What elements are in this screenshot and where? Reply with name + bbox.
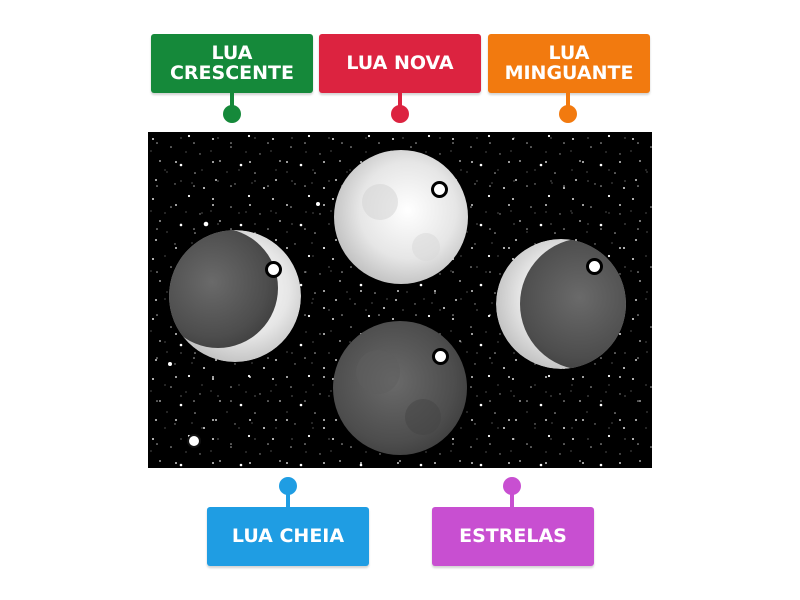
moon-bottom xyxy=(333,321,467,455)
label-estrelas[interactable]: ESTRELAS xyxy=(432,507,594,566)
label-text: ESTRELAS xyxy=(459,524,567,547)
pin-stem-lua-crescente xyxy=(230,93,234,109)
hotspot-right-moon[interactable] xyxy=(586,258,603,275)
label-lua-crescente[interactable]: LUA CRESCENTE xyxy=(151,34,313,93)
pin-dot-lua-cheia[interactable] xyxy=(279,477,297,495)
hotspot-star[interactable] xyxy=(187,434,201,448)
pin-dot-lua-nova[interactable] xyxy=(391,105,409,123)
label-lua-cheia[interactable]: LUA CHEIA xyxy=(207,507,369,566)
moon-top xyxy=(334,150,468,284)
label-text-line2: MINGUANTE xyxy=(504,61,634,84)
label-text-line2: CRESCENTE xyxy=(169,61,294,84)
night-sky-image xyxy=(148,132,652,468)
label-text-line1: LUA xyxy=(211,41,253,64)
label-text-line1: LUA xyxy=(548,41,590,64)
pin-stem-lua-minguante xyxy=(566,93,570,109)
pin-stem-lua-nova xyxy=(398,93,402,109)
hotspot-top-moon[interactable] xyxy=(431,181,448,198)
label-text: LUA NOVA xyxy=(346,51,454,74)
label-lua-minguante[interactable]: LUA MINGUANTE xyxy=(488,34,650,93)
hotspot-left-moon[interactable] xyxy=(265,261,282,278)
pin-dot-lua-crescente[interactable] xyxy=(223,105,241,123)
pin-stem-estrelas xyxy=(510,492,514,508)
label-text: LUA CHEIA xyxy=(231,524,345,547)
pin-dot-estrelas[interactable] xyxy=(503,477,521,495)
moon-phases-illustration xyxy=(148,132,652,468)
label-lua-nova[interactable]: LUA NOVA xyxy=(319,34,481,93)
pin-stem-lua-cheia xyxy=(286,492,290,508)
pin-dot-lua-minguante[interactable] xyxy=(559,105,577,123)
hotspot-bottom-moon[interactable] xyxy=(432,348,449,365)
